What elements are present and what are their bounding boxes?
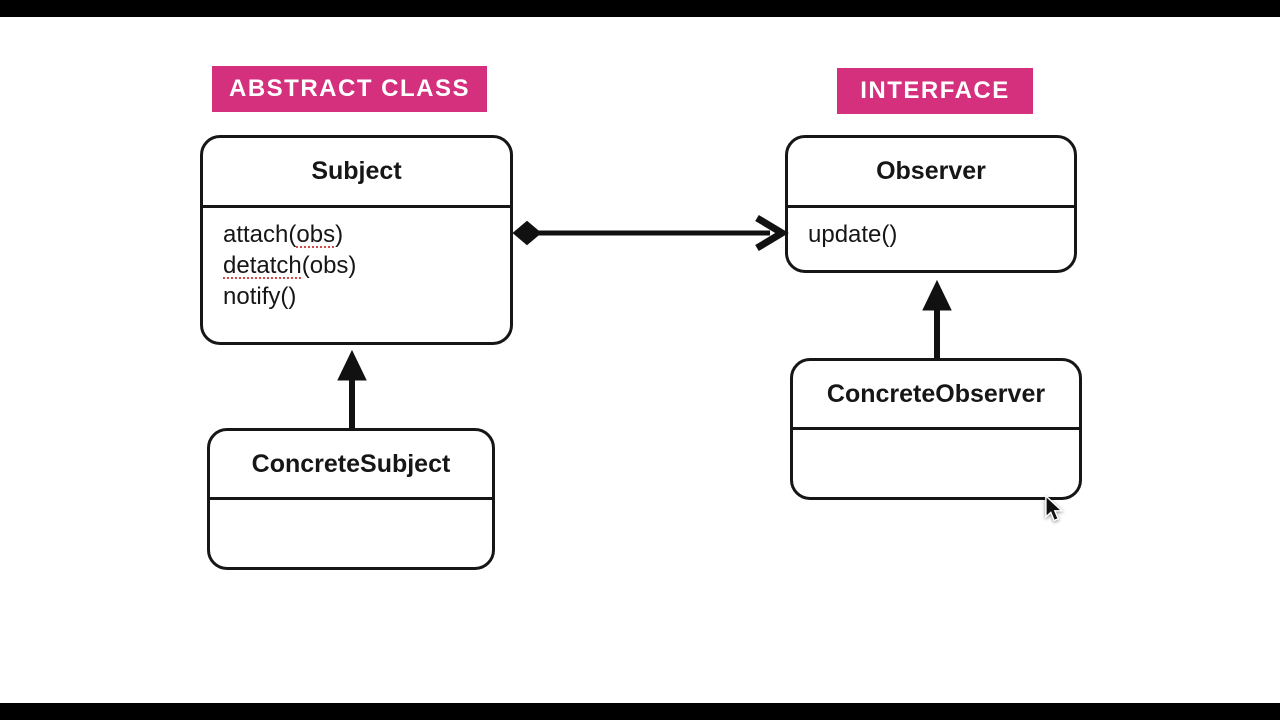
generalization-arrow-concrete-subject [337,349,367,428]
method-line: update() [808,221,898,248]
open-arrowhead-icon [755,214,789,252]
misspelled-word: obs [296,221,336,248]
method-line: notify() [223,283,297,310]
abstract-class-label: ABSTRACT CLASS [212,66,487,112]
generalization-arrow-concrete-observer [922,279,952,358]
letterbox-bottom-bar [0,703,1280,720]
interface-label-text: INTERFACE [860,77,1010,104]
class-box-concrete-subject: ConcreteSubject [207,428,495,570]
class-box-concrete-observer: ConcreteObserver [790,358,1082,500]
class-box-subject: Subject attach(obs) detatch(obs) notify() [200,135,513,345]
triangle-arrowhead-icon [922,279,952,311]
letterbox-top-bar [0,0,1280,17]
method-line: detatch(obs) [223,252,357,279]
class-methods-observer: update() [788,208,1074,270]
class-title-concrete-subject: ConcreteSubject [210,431,492,500]
class-methods-concrete-subject [210,500,492,567]
misspelled-word: detatch [223,252,302,279]
abstract-class-label-text: ABSTRACT CLASS [229,75,470,102]
aggregation-diamond-icon [512,220,542,246]
interface-label: INTERFACE [837,68,1033,114]
aggregation-arrow-subject-observer [512,214,789,252]
class-box-observer: Observer update() [785,135,1077,273]
class-methods-subject: attach(obs) detatch(obs) notify() [203,208,510,342]
class-title-observer: Observer [788,138,1074,208]
method-line: attach(obs) [223,221,344,248]
class-methods-concrete-observer [793,430,1079,497]
triangle-arrowhead-icon [337,349,367,381]
class-title-concrete-observer: ConcreteObserver [793,361,1079,430]
class-title-subject: Subject [203,138,510,208]
